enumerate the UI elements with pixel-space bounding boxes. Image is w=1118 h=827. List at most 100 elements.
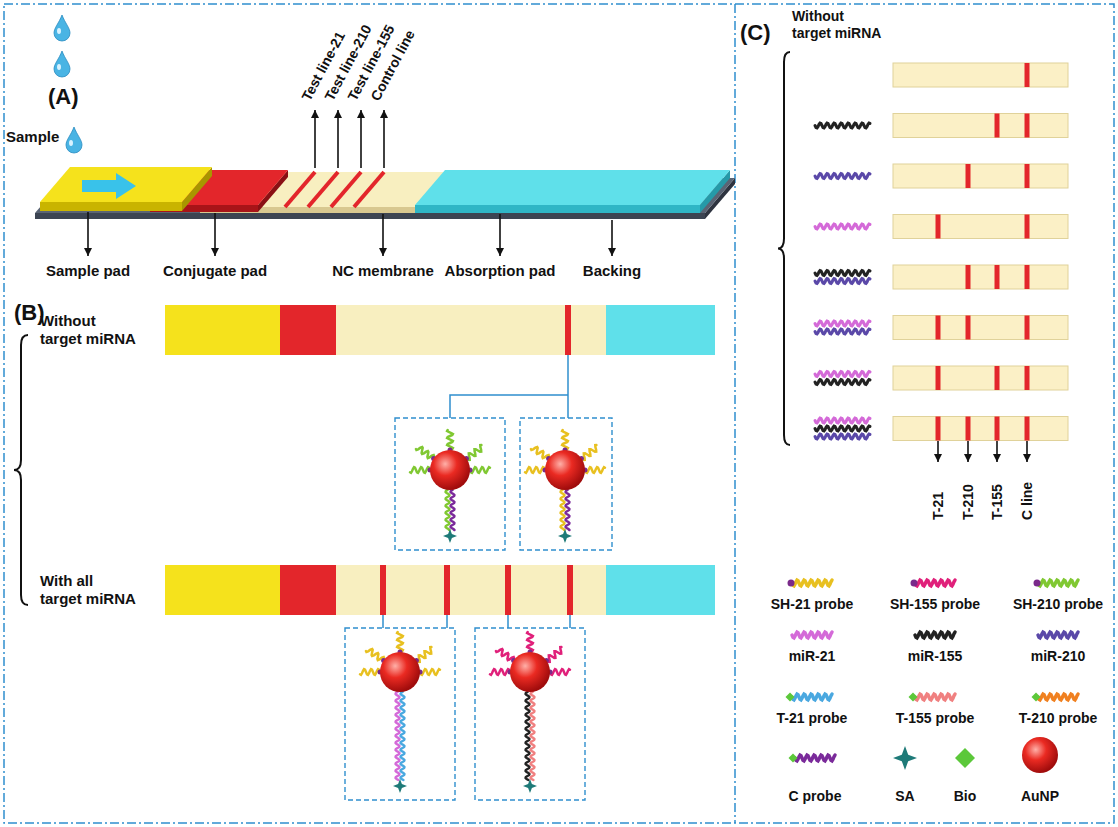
detail-box: [475, 628, 585, 800]
sample-pad: [165, 305, 280, 355]
curly-brace: [778, 52, 790, 445]
legend-sample: [915, 694, 955, 700]
target-mirna: [815, 380, 870, 385]
sample-pad: [40, 167, 212, 202]
legend-text: SA: [895, 788, 914, 805]
capture-line: [380, 565, 386, 615]
absorption-pad: [415, 205, 700, 213]
connector-line: [507, 615, 509, 628]
target-mirna: [815, 329, 870, 334]
hybrid-strand: [396, 692, 400, 780]
capture-line: [1025, 114, 1030, 138]
row-label: With all target miRNA: [40, 572, 137, 608]
capture-line: [995, 114, 1000, 138]
streptavidin-star: [893, 746, 917, 770]
panel-divider: [734, 4, 736, 823]
probe-strand: [366, 649, 384, 661]
line-position-label: T-210: [960, 484, 977, 520]
leader-arrow: [382, 214, 384, 256]
mini-strip: [893, 316, 1068, 340]
target-mirna: [815, 434, 870, 439]
leader-arrow: [996, 441, 998, 462]
leader-arrow: [937, 441, 939, 462]
connector-line: [446, 615, 448, 628]
hybrid-strand: [451, 490, 455, 530]
thiol-dot: [911, 580, 918, 587]
drop-highlight: [69, 140, 73, 146]
sample-label: Sample: [6, 128, 59, 146]
thiol-dot: [788, 580, 795, 587]
capture-line: [1025, 164, 1030, 188]
capture-line: [995, 265, 1000, 289]
probe-strand: [397, 632, 403, 652]
target-mirna: [815, 426, 870, 431]
detail-box: [520, 418, 612, 550]
row-label: Without target miRNA: [792, 8, 883, 42]
part-label: Absorption pad: [445, 262, 556, 280]
mini-strip: [893, 63, 1068, 87]
gold-nanoparticle: [380, 652, 420, 692]
probe-strand: [562, 430, 568, 450]
gold-nanoparticle: [430, 450, 470, 490]
mini-strip: [893, 366, 1068, 390]
biotin-diamond: [909, 693, 918, 702]
mini-strip: [893, 215, 1068, 239]
legend-sample: [792, 632, 832, 638]
connector-line: [569, 615, 571, 628]
legend-text: SH-210 probe: [1013, 596, 1103, 613]
absorption-pad: [606, 305, 715, 355]
target-mirna: [815, 372, 870, 377]
outer-border: [4, 4, 1114, 823]
gold-nanoparticle: [1022, 737, 1058, 773]
biotin-diamond: [955, 748, 975, 768]
capture-line: [936, 366, 941, 390]
mini-strip: [893, 265, 1068, 289]
probe-strand: [470, 467, 490, 473]
streptavidin-star: [558, 529, 572, 543]
conjugate-pad: [280, 305, 336, 355]
target-mirna: [815, 174, 870, 179]
part-label: Conjugate pad: [163, 262, 267, 280]
capture-line: [936, 316, 941, 340]
leader-arrow: [314, 110, 316, 168]
streptavidin-star: [523, 779, 537, 793]
capture-line: [995, 366, 1000, 390]
capture-line: [565, 305, 571, 355]
target-mirna: [815, 271, 870, 276]
sample-pad: [40, 202, 182, 211]
test-line: [354, 172, 384, 207]
legend-text: T-155 probe: [896, 710, 975, 727]
drop-highlight: [57, 64, 61, 70]
biotin-diamond: [789, 754, 798, 763]
row-label: Without target miRNA: [40, 312, 137, 348]
streptavidin-star: [393, 779, 407, 793]
capture-line: [966, 265, 971, 289]
mini-strip: [893, 417, 1068, 441]
target-mirna: [815, 224, 870, 229]
probe-strand: [585, 467, 605, 473]
biotin-diamond: [786, 693, 795, 702]
sample-drop: [66, 127, 82, 153]
capture-line: [1025, 215, 1030, 239]
streptavidin-star: [443, 529, 457, 543]
line-position-label: C line: [1019, 482, 1036, 520]
thiol-dot: [1034, 580, 1041, 587]
leader-arrow: [337, 110, 339, 168]
legend-text: T-210 probe: [1019, 710, 1098, 727]
legend-text: AuNP: [1021, 788, 1059, 805]
mini-strip: [893, 164, 1068, 188]
probe-strand: [525, 467, 545, 473]
probe-strand: [496, 649, 514, 661]
flow-arrow: [82, 173, 136, 199]
probe-strand: [416, 447, 434, 459]
biotin-diamond: [1032, 693, 1041, 702]
gold-nanoparticle: [510, 652, 550, 692]
part-label: NC membrane: [332, 262, 434, 280]
probe-strand: [410, 467, 430, 473]
hybrid-strand: [531, 692, 535, 780]
capture-line: [1025, 63, 1030, 87]
target-mirna: [815, 123, 870, 128]
nc-membrane: [336, 565, 606, 615]
line-position-label: T-21: [930, 492, 947, 520]
